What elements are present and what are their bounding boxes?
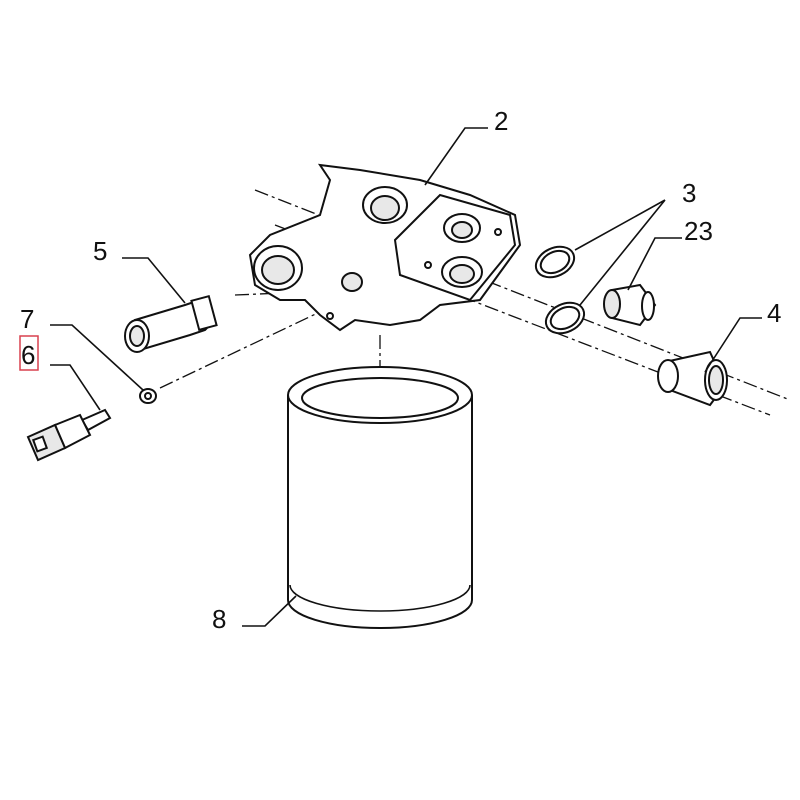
- filter-head: [248, 163, 522, 332]
- pressure-switch: [124, 294, 218, 353]
- sealing-washer: [139, 388, 157, 404]
- leader-lines: [50, 127, 762, 627]
- callout-5[interactable]: 5: [93, 236, 107, 266]
- o-rings: [534, 245, 586, 335]
- temperature-sensor: [26, 408, 112, 462]
- callout-2[interactable]: 2: [494, 106, 508, 136]
- callout-8[interactable]: 8: [212, 604, 226, 634]
- callout-4[interactable]: 4: [767, 298, 781, 328]
- callout-23[interactable]: 23: [684, 216, 713, 246]
- highlight-box: [19, 335, 39, 371]
- callout-3[interactable]: 3: [682, 178, 696, 208]
- filter-cartridge: [287, 366, 473, 629]
- callout-7[interactable]: 7: [20, 304, 34, 334]
- adapter-fitting: [603, 283, 657, 327]
- callout-6[interactable]: 6: [21, 340, 35, 370]
- sleeve-fitting: [657, 350, 728, 407]
